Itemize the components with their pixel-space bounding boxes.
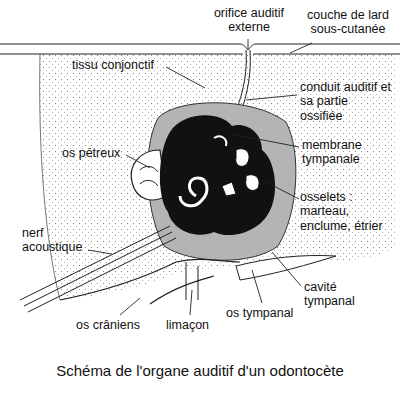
petrous-bone — [160, 115, 275, 235]
caption-holder: Schéma de l'organe auditif d'un odontocè… — [0, 362, 400, 379]
caption: Schéma de l'organe auditif d'un odontocè… — [0, 362, 400, 379]
part-label: cavité tympanal — [304, 280, 366, 309]
label-holder: conduit auditif et sa partie ossifiée — [300, 80, 392, 123]
part-label: osselets : marteau, enclume, étrier — [300, 190, 396, 233]
part-label: orifice auditif externe — [203, 6, 295, 35]
part-label: couche de lard sous-cutanée — [300, 8, 396, 37]
leader-line — [190, 290, 192, 315]
label-holder: nerf acoustique — [22, 226, 88, 255]
leader-line — [252, 270, 262, 303]
part-label: tissu conjonctif — [72, 58, 154, 72]
part-label: os crâniens — [76, 318, 140, 332]
cranial-bone — [60, 259, 240, 300]
label-holder: membrane tympanale — [302, 138, 382, 167]
leader-line — [166, 67, 205, 88]
leader-lines — [88, 39, 312, 315]
leader-line — [120, 298, 140, 315]
leader-line — [246, 95, 297, 100]
label-holder: limaçon — [166, 318, 209, 332]
malleus — [236, 149, 249, 167]
stapes — [222, 182, 236, 196]
leader-line — [126, 155, 150, 168]
label-holder: couche de lard sous-cutanée — [300, 8, 396, 37]
leader-line — [272, 252, 301, 286]
acoustic-nerve — [20, 226, 176, 312]
leader-line — [262, 180, 299, 199]
leader-line — [290, 43, 312, 53]
tympanic-bone — [148, 103, 296, 261]
cranial-bone — [150, 276, 214, 304]
blubber-line — [0, 54, 400, 55]
connective-tissue — [40, 54, 395, 300]
tympanic-membrane — [214, 136, 226, 146]
label-holder: osselets : marteau, enclume, étrier — [300, 190, 396, 233]
tissue-outline — [40, 54, 60, 300]
part-label: limaçon — [166, 318, 209, 332]
label-holder: os crâniens — [76, 318, 140, 332]
label-holder: os pétreux — [62, 146, 120, 160]
petrous-lobe-detail — [140, 166, 158, 186]
label-holder: cavité tympanal — [304, 280, 366, 309]
part-label: os tympanal — [226, 306, 293, 320]
label-holder: os tympanal — [226, 306, 293, 320]
leader-line — [248, 39, 249, 49]
part-label: os pétreux — [62, 146, 120, 160]
label-holder: orifice auditif externe — [203, 6, 295, 35]
incus — [246, 175, 259, 191]
part-label: conduit auditif et sa partie ossifiée — [300, 80, 392, 123]
cochlea — [180, 178, 207, 206]
leader-line — [88, 250, 112, 254]
skin-line — [0, 44, 400, 50]
part-label: nerf acoustique — [22, 226, 88, 255]
leader-line — [232, 134, 299, 147]
part-label: membrane tympanale — [302, 138, 382, 167]
label-holder: tissu conjonctif — [72, 58, 154, 72]
